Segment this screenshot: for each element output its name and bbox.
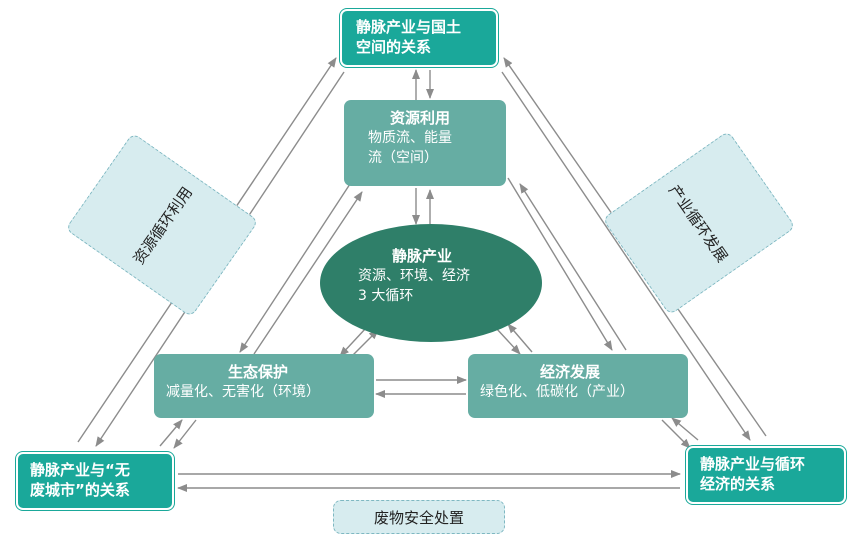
arrow-right-down <box>501 71 751 441</box>
node-economy-title: 经济发展 <box>540 363 601 381</box>
node-resource-line2: 流（空间） <box>368 150 438 166</box>
label-resource-recycling-text: 资源循环利用 <box>129 183 196 268</box>
node-resource-line1: 物质流、能量 <box>368 130 452 146</box>
node-economic-development: 经济发展 绿色化、低碳化（产业） <box>468 354 688 418</box>
node-circular-title2: 经济的关系 <box>700 475 776 493</box>
arrow-eco-to-resource <box>253 191 363 355</box>
node-venous-industry: 静脉产业 资源、环境、经济 3 大循环 <box>320 224 542 342</box>
label-waste-disposal-text: 废物安全处置 <box>373 508 464 527</box>
node-eco-title: 生态保护 <box>228 363 289 381</box>
node-land-space-title: 静脉产业与国土 <box>356 18 462 36</box>
arrow-resource-to-eco <box>239 183 351 353</box>
label-industry-cycle-text: 产业循环发展 <box>665 181 732 266</box>
arrow-economy-to-circular <box>661 419 691 449</box>
arrow-circular-to-economy <box>671 417 699 441</box>
arrow-economy-to-center <box>507 323 533 353</box>
node-circular-title: 静脉产业与循环 <box>700 455 806 473</box>
node-resource-title: 资源利用 <box>390 109 451 127</box>
node-resource-utilization: 资源利用 物质流、能量 流（空间） <box>344 100 506 186</box>
arrow-economy-to-resource <box>519 183 627 351</box>
node-eco-protection: 生态保护 减量化、无害化（环境） <box>154 354 374 418</box>
arrow-center-to-economy <box>495 327 521 355</box>
node-land-space: 静脉产业与国土 空间的关系 <box>340 9 498 67</box>
node-zero-waste-title: 静脉产业与“无 <box>30 461 130 479</box>
arrow-eco-to-center <box>351 329 379 357</box>
node-circular-economy: 静脉产业与循环 经济的关系 <box>686 446 846 504</box>
node-eco-line1: 减量化、无害化（环境） <box>166 384 320 400</box>
node-economy-line1: 绿色化、低碳化（产业） <box>480 384 634 400</box>
node-venous-title: 静脉产业 <box>392 247 453 265</box>
arrow-resource-to-economy <box>507 177 613 351</box>
arrow-center-to-eco <box>339 327 367 357</box>
label-waste-disposal: 废物安全处置 <box>333 500 505 534</box>
node-venous-line1: 资源、环境、经济 <box>358 268 470 284</box>
node-venous-line2: 3 大循环 <box>358 288 414 304</box>
node-land-space-title2: 空间的关系 <box>356 38 432 56</box>
node-zero-waste-title2: 废城市”的关系 <box>30 481 130 499</box>
node-zero-waste-city: 静脉产业与“无 废城市”的关系 <box>16 452 174 510</box>
arrow-waste-to-eco <box>159 419 183 447</box>
arrow-eco-to-waste <box>173 419 197 449</box>
